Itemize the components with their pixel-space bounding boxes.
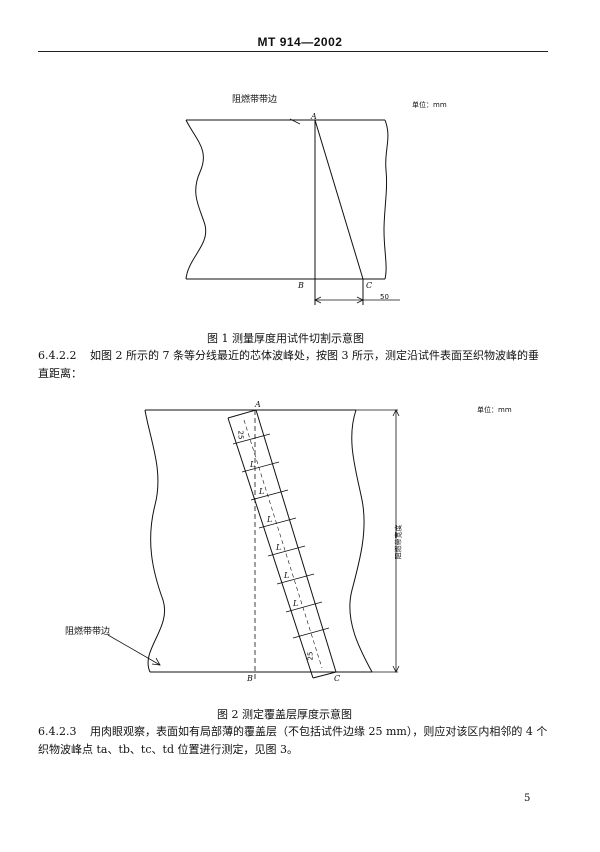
header-rule (38, 51, 548, 52)
fig2-caption: 图 2 测定覆盖层厚度示意图 (217, 708, 352, 721)
para-6-4-2-3-line-2: 织物波峰点 ta、tb、tc、td 位置进行测定，见图 3。 (38, 743, 298, 756)
para-6-4-2-2-line-2: 直距离： (38, 367, 82, 380)
fig2-dim-l-3: L (267, 515, 273, 524)
fig2-dim-l-2: L (259, 487, 265, 496)
fig1-unit-label: 单位：mm (412, 101, 447, 109)
fig1-point-b: B (298, 281, 304, 290)
fig2-dim-l-5: L (284, 571, 290, 580)
fig1-edge-label: 阻燃带带边 (232, 95, 278, 105)
fig2-edge-label: 阻燃带带边 (65, 627, 111, 637)
fig1-point-a: A (311, 112, 317, 121)
fig2-unit-label: 单位：mm (477, 406, 512, 414)
para-6-4-2-3-number: 6.4.2.3 (38, 725, 77, 738)
standard-code-header: MT 914—2002 (257, 35, 343, 49)
fig2-point-c: C (334, 674, 341, 683)
fig1-point-c: C (366, 281, 373, 290)
fig1-dimension-50: 50 (380, 293, 389, 301)
page-number: 5 (524, 793, 531, 804)
fig2-dim-l-4: L (276, 543, 282, 552)
fig1-caption: 图 1 测量厚度用试件切割示意图 (207, 332, 364, 345)
fig2-dim-l-1: L (250, 460, 256, 469)
fig2-point-a: A (255, 400, 261, 409)
fig2-dim-l-6: L (293, 599, 299, 608)
para-6-4-2-2-number: 6.4.2.2 (38, 349, 77, 362)
para-6-4-2-3-line-1: 用肉眼观察，表面如有局部薄的覆盖层（不包括试件边缘 25 mm），则应对该区内相… (90, 725, 548, 738)
fig2-point-b: B (247, 674, 253, 683)
para-6-4-2-2-line-1: 如图 2 所示的 7 条等分线最近的芯体波峰处，按图 3 所示，测定沿试件表面至… (90, 349, 539, 362)
